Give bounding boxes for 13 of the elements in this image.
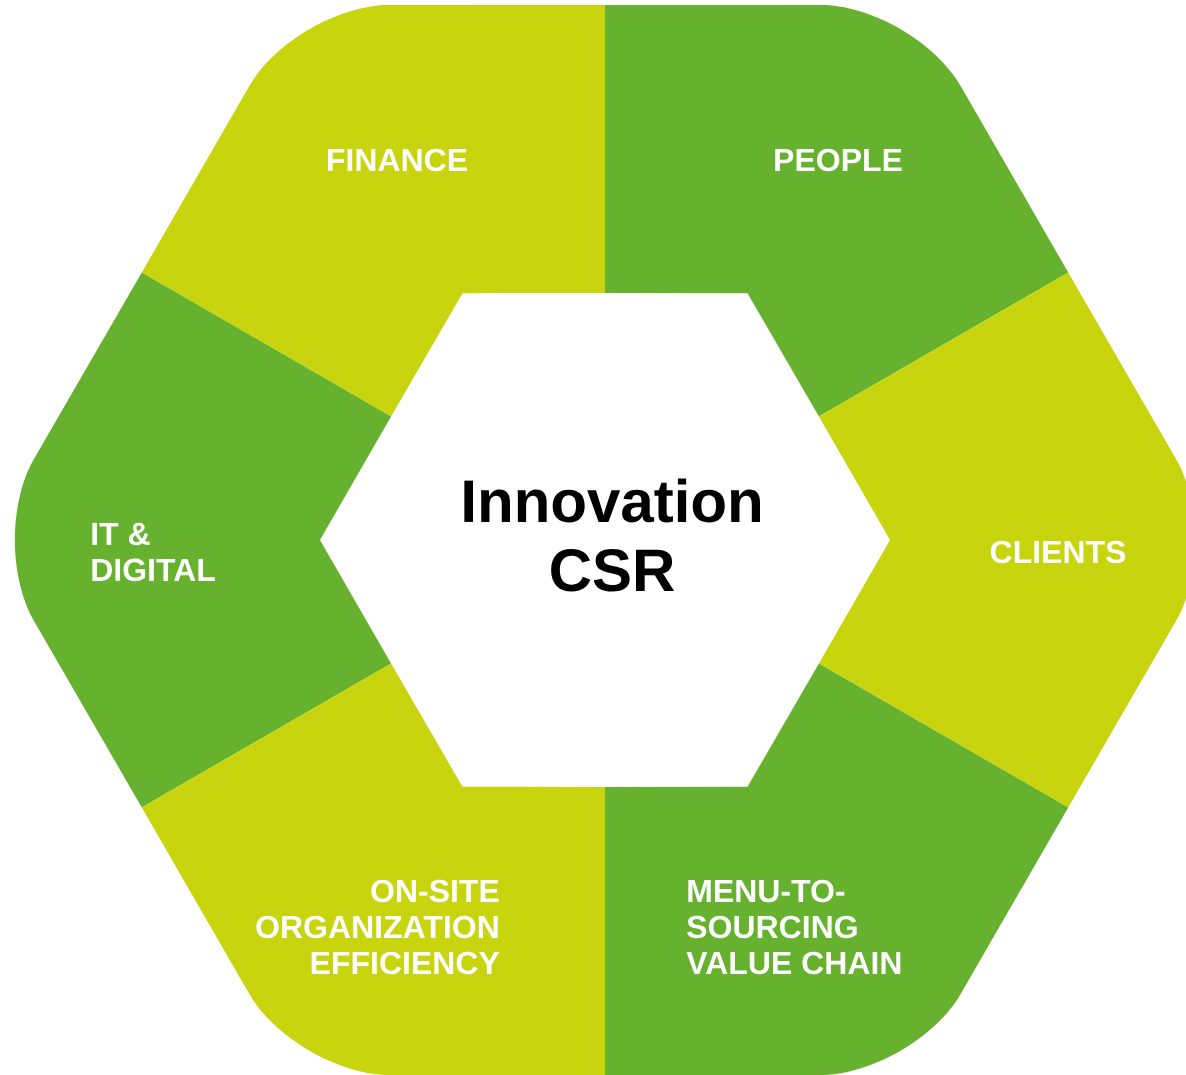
segment-label: ON-SITE ORGANIZATION EFFICIENCY (256, 879, 500, 975)
segment-label: CLIENTS (990, 540, 1126, 564)
segment-label: PEOPLE (775, 148, 902, 172)
segment-label: MENU-TO-SOURCING VALUE CHAIN (686, 879, 901, 975)
segment-label: FINANCE (328, 148, 467, 172)
ribbon-segment (14, 272, 392, 808)
segment-label: IT & DIGITAL (92, 522, 215, 582)
ribbon-segment (605, 4, 1069, 417)
ribbon-segment (141, 4, 605, 417)
center-title: Innovation CSR (464, 478, 760, 592)
ribbon-segment (605, 663, 1069, 1075)
ribbon-segment (141, 663, 605, 1075)
ribbon-segment (818, 272, 1186, 808)
